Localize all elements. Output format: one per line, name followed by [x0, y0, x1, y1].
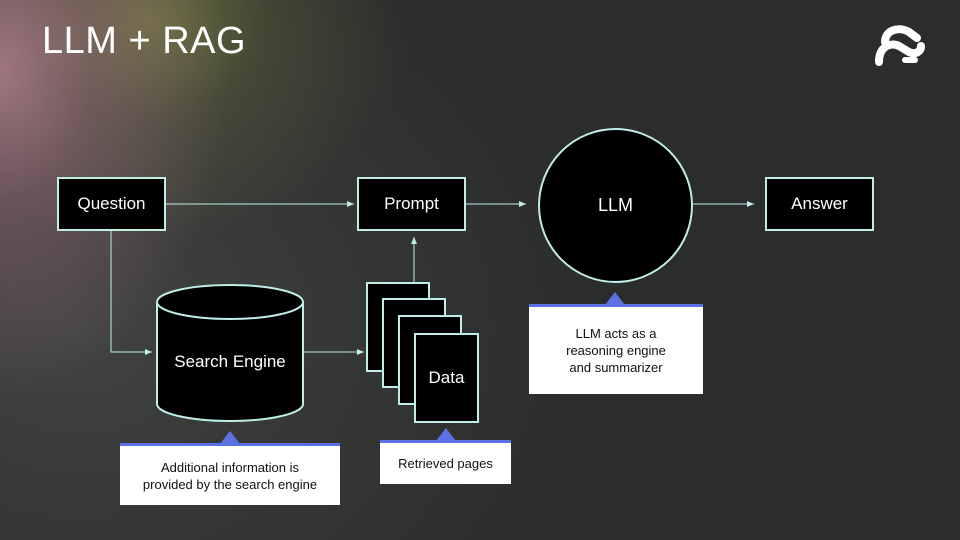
- data-label: Data: [428, 368, 465, 387]
- search-callout-pointer: [220, 431, 240, 444]
- llm-node: LLM: [538, 128, 693, 283]
- search-engine-callout: Additional information is provided by th…: [120, 443, 340, 505]
- question-label: Question: [77, 194, 146, 213]
- answer-label: Answer: [791, 194, 848, 213]
- prompt-node: Prompt: [357, 177, 466, 231]
- arrow-question-to-search: [110, 231, 152, 355]
- llm-callout: LLM acts as a reasoning engine and summa…: [529, 304, 703, 394]
- brand-logo-icon: [875, 25, 925, 66]
- data-callout-pointer: [436, 428, 456, 441]
- search-engine-label: Search Engine: [174, 352, 286, 371]
- llm-callout-line-2: reasoning engine: [566, 343, 666, 358]
- search-callout-line-1: Additional information is: [160, 459, 300, 475]
- data-callout-text: Retrieved pages: [398, 456, 493, 471]
- data-callout: Retrieved pages: [380, 440, 511, 484]
- llm-callout-line-1: LLM acts as a: [575, 326, 657, 341]
- llm-callout-pointer: [605, 292, 625, 305]
- data-node: [414, 333, 479, 423]
- search-engine-cylinder: [156, 284, 304, 422]
- answer-node: Answer: [765, 177, 874, 231]
- llm-label: LLM: [597, 195, 633, 215]
- question-node: Question: [57, 177, 166, 231]
- search-callout-line-2: provided by the search engine: [142, 476, 318, 492]
- slide-title: LLM + RAG: [42, 20, 247, 62]
- prompt-label: Prompt: [384, 194, 439, 213]
- llm-callout-line-3: and summarizer: [569, 360, 663, 375]
